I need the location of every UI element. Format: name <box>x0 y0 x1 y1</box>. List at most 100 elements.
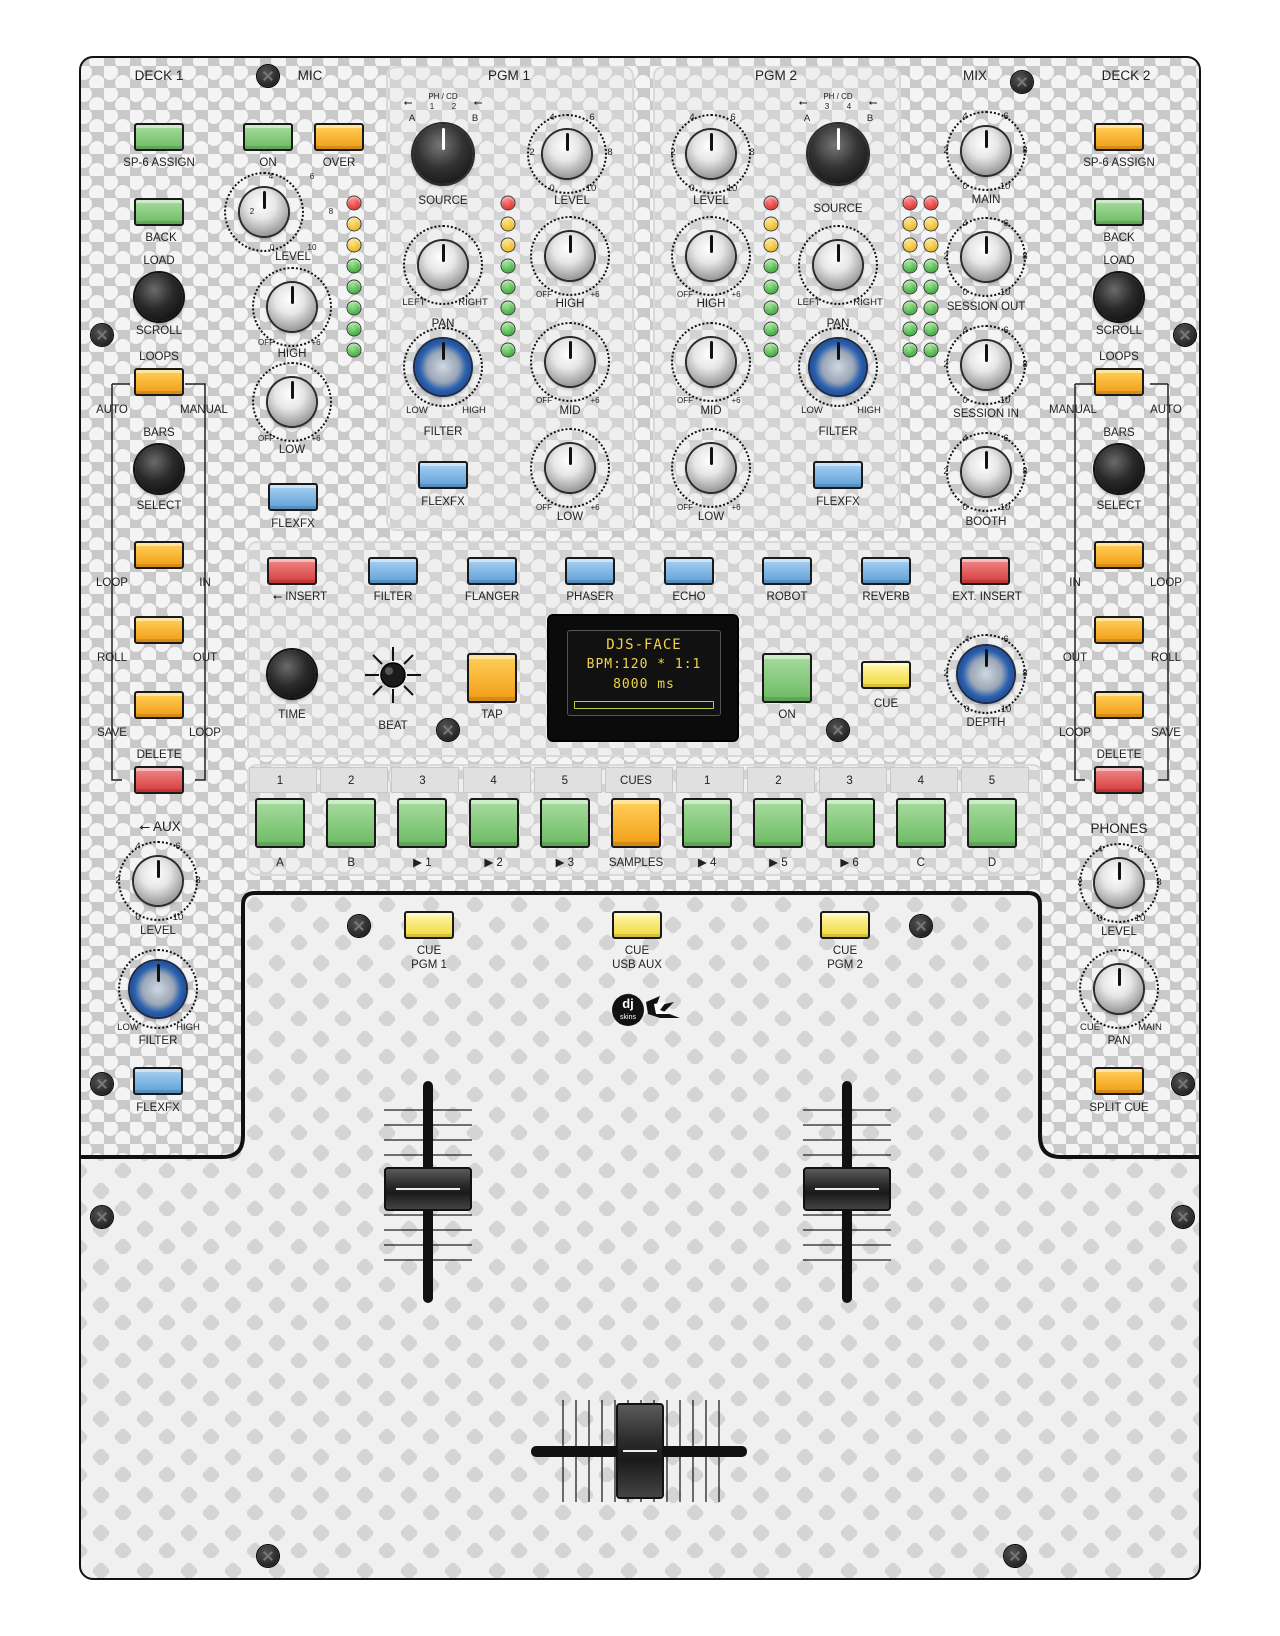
fx-cue-button[interactable] <box>861 661 911 689</box>
pgm1-source-knob[interactable] <box>413 124 473 184</box>
deck1-loop-in-button[interactable] <box>134 541 184 569</box>
pgm2-flexfx-button[interactable] <box>813 461 863 489</box>
mix-session-out-knob[interactable] <box>962 233 1010 281</box>
channel2-fader[interactable] <box>803 1167 891 1211</box>
mic-on-button[interactable] <box>243 123 293 151</box>
fx-phaser-label: PHASER <box>566 591 614 603</box>
cue-usb-aux-button[interactable] <box>612 911 662 939</box>
deck1-select-label: SELECT <box>136 500 182 512</box>
fx-robot-button[interactable] <box>762 557 812 585</box>
sample-pad[interactable] <box>682 798 733 848</box>
deck2-loops-button[interactable] <box>1094 368 1144 396</box>
pgm2-high-knob[interactable] <box>687 232 735 280</box>
level-led <box>903 343 917 357</box>
mix-booth-knob[interactable] <box>962 448 1010 496</box>
cue-pgm1-button[interactable] <box>404 911 454 939</box>
deck1-save-loop-button[interactable] <box>134 691 184 719</box>
pgm2-filter-knob[interactable] <box>810 339 866 395</box>
fx-phaser-button[interactable] <box>565 557 615 585</box>
level-led <box>924 217 938 231</box>
aux-filter-knob[interactable] <box>130 961 186 1017</box>
sample-pad[interactable] <box>753 798 804 848</box>
sample-pad[interactable] <box>326 798 377 848</box>
scale-label: 4 <box>135 841 141 852</box>
fx-reverb-button[interactable] <box>861 557 911 585</box>
deck2-loop-save-button[interactable] <box>1094 691 1144 719</box>
mic-over-button[interactable] <box>314 123 364 151</box>
mic-low-knob[interactable] <box>268 378 316 426</box>
usb-icon: ⭠ <box>403 97 413 109</box>
deck1-back-button[interactable] <box>134 198 184 226</box>
sample-pad[interactable] <box>824 798 875 848</box>
scale-label: 0 <box>1097 913 1103 924</box>
fx-time-encoder[interactable] <box>268 650 316 698</box>
fx-filter-button[interactable] <box>368 557 418 585</box>
pgm1-pan-knob[interactable] <box>419 241 467 289</box>
deck2-delete-button[interactable] <box>1094 766 1144 794</box>
sample-pad[interactable] <box>397 798 448 848</box>
deck1-roll-out-button[interactable] <box>134 616 184 644</box>
deck1-delete-button[interactable] <box>134 766 184 794</box>
sample-pad[interactable] <box>539 798 590 848</box>
sample-pad[interactable] <box>967 798 1017 848</box>
fx-depth-knob[interactable] <box>958 646 1014 702</box>
deck2-out-roll-button[interactable] <box>1094 616 1144 644</box>
scale-label: 6 <box>1003 218 1009 229</box>
aux-flexfx-button[interactable] <box>133 1067 183 1095</box>
deck1-scroll-encoder[interactable] <box>135 273 183 321</box>
screw-icon <box>1172 1206 1194 1228</box>
pgm1-filter-knob[interactable] <box>415 339 471 395</box>
fx-robot-label: ROBOT <box>766 591 808 603</box>
split-cue-button[interactable] <box>1094 1067 1144 1095</box>
fx-ext-insert-button[interactable] <box>960 557 1010 585</box>
deck1-select-encoder[interactable] <box>135 445 183 493</box>
pgm1-level-knob[interactable] <box>543 130 591 178</box>
pgm2-mid-knob[interactable] <box>687 338 735 386</box>
mix-session-in-knob[interactable] <box>962 341 1010 389</box>
fx-echo-button[interactable] <box>664 557 714 585</box>
scale-label: 0 <box>962 395 968 406</box>
cue-pgm2-button[interactable] <box>820 911 870 939</box>
deck2-back-button[interactable] <box>1094 198 1144 226</box>
samples-pad[interactable] <box>611 798 661 848</box>
sample-pad[interactable] <box>255 798 305 848</box>
pad-bottom-label: ▶ 1 <box>413 857 432 869</box>
crossfader[interactable] <box>616 1403 664 1499</box>
pgm2-source-knob[interactable] <box>808 124 868 184</box>
fx-tap-button[interactable] <box>467 653 517 703</box>
phones-pan-knob[interactable] <box>1095 965 1143 1013</box>
deck1-loops-button[interactable] <box>134 368 184 396</box>
fx-insert-button[interactable] <box>267 557 317 585</box>
phones-level-knob[interactable] <box>1095 859 1143 907</box>
mix-main-knob[interactable] <box>962 127 1010 175</box>
deck2-select-encoder[interactable] <box>1095 445 1143 493</box>
pgm2-low-knob[interactable] <box>687 444 735 492</box>
channel1-fader[interactable] <box>384 1167 472 1211</box>
scale-dots <box>1079 949 1159 1029</box>
pad-bottom-label: ▶ 2 <box>484 857 503 869</box>
deck2-scroll-encoder[interactable] <box>1095 273 1143 321</box>
mic-flexfx-button[interactable] <box>268 483 318 511</box>
scale-label: 2 <box>943 466 949 477</box>
pgm2-level-knob[interactable] <box>687 130 735 178</box>
pgm1-high-knob[interactable] <box>546 232 594 280</box>
pgm1-low-knob[interactable] <box>546 444 594 492</box>
fx-on-button[interactable] <box>762 653 812 703</box>
sample-pad[interactable] <box>468 798 519 848</box>
deck1-sp6-assign-button[interactable] <box>134 123 184 151</box>
aux-level-knob[interactable] <box>134 857 182 905</box>
mic-high-knob[interactable] <box>268 283 316 331</box>
deck2-sp6-assign-button[interactable] <box>1094 123 1144 151</box>
pgm1-flexfx-button[interactable] <box>418 461 468 489</box>
scale-dots <box>798 225 878 305</box>
scale-label: 0 <box>549 183 555 194</box>
level-led <box>903 217 917 231</box>
level-led <box>924 238 938 252</box>
sample-pad[interactable] <box>895 798 946 848</box>
deck2-in-loop-button[interactable] <box>1094 541 1144 569</box>
mic-level-knob[interactable] <box>240 188 288 236</box>
fx-flanger-button[interactable] <box>467 557 517 585</box>
pgm1-mid-knob[interactable] <box>546 338 594 386</box>
level-led <box>347 322 361 336</box>
pgm2-pan-knob[interactable] <box>814 241 862 289</box>
